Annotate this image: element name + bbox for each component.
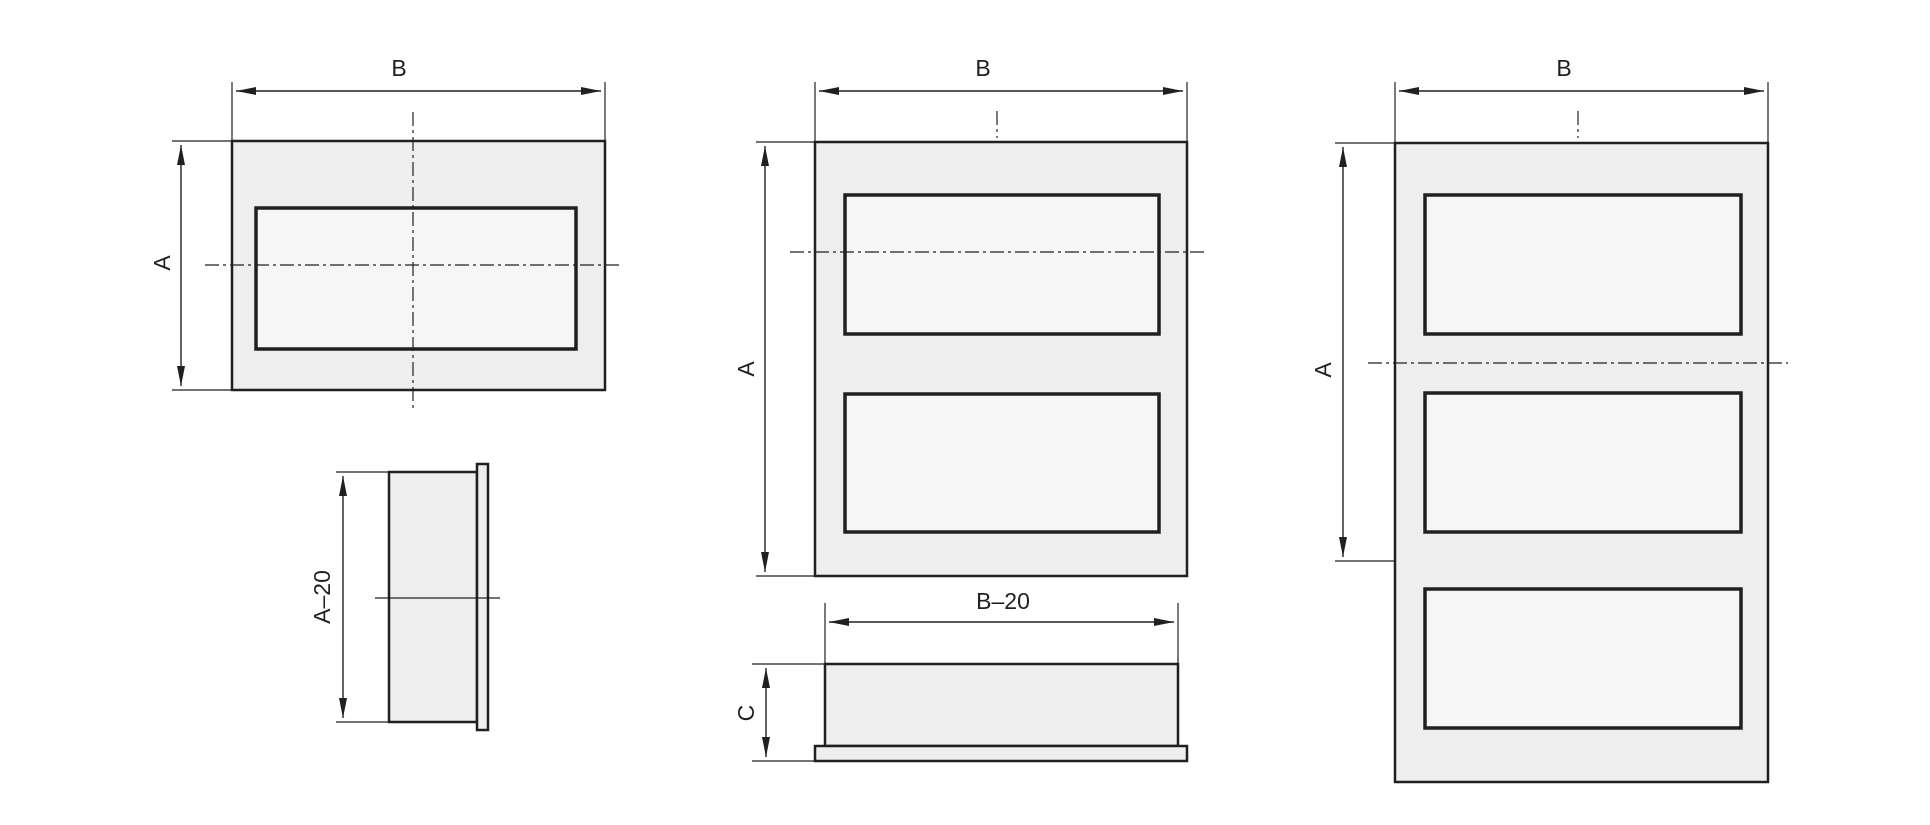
- grille-opening: [254, 206, 578, 351]
- view-single-window-front: B A: [149, 55, 620, 412]
- dimension-label-c: C: [733, 705, 759, 722]
- dimension-label-b: B: [975, 55, 990, 81]
- dimension-label-a: A: [1310, 362, 1336, 378]
- grille-body-bottom: [823, 662, 1180, 748]
- grille-flange-bottom: [813, 744, 1189, 763]
- dimension-label-a-20: A–20: [309, 570, 335, 624]
- dimension-label-b: B: [1556, 55, 1571, 81]
- view-triple-window-front: B A: [1310, 55, 1788, 784]
- grille-opening: [1423, 193, 1743, 336]
- grille-opening: [843, 193, 1161, 336]
- dimension-label-a: A: [149, 255, 175, 271]
- grille-body-side: [387, 470, 479, 724]
- view-side-profile: A–20: [309, 462, 500, 732]
- view-double-window-front: B A: [733, 55, 1205, 578]
- grille-opening: [843, 392, 1161, 534]
- dimension-label-b-20: B–20: [976, 588, 1030, 614]
- grille-flange-side: [475, 462, 490, 732]
- grille-opening: [1423, 391, 1743, 534]
- view-bottom-profile: B–20 C: [733, 588, 1189, 763]
- dimension-label-b: B: [391, 55, 406, 81]
- grille-opening: [1423, 587, 1743, 730]
- dimension-label-a: A: [733, 361, 759, 377]
